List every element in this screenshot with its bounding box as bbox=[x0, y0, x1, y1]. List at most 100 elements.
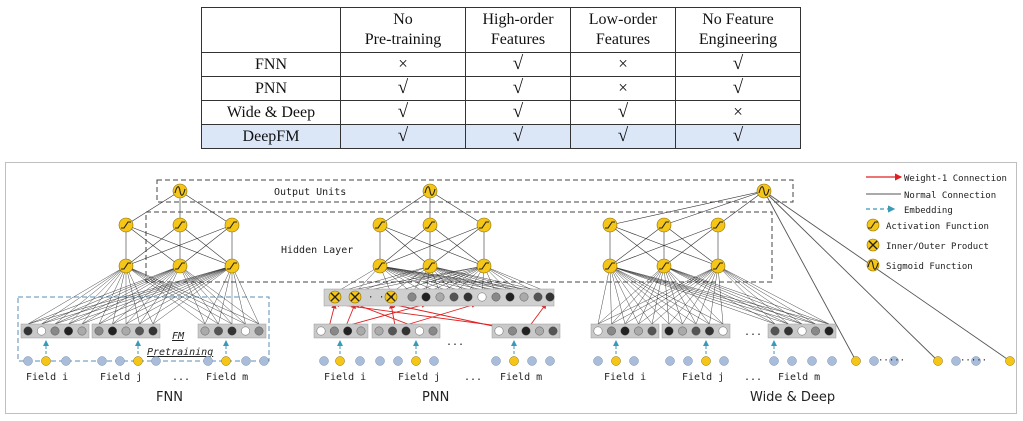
input-node bbox=[933, 356, 943, 366]
activation-node bbox=[422, 217, 438, 233]
input-node bbox=[827, 356, 837, 366]
embedding-box bbox=[661, 323, 731, 339]
input-node bbox=[665, 356, 675, 366]
input-node bbox=[23, 356, 33, 366]
output-units-box bbox=[156, 179, 794, 203]
activation-node bbox=[602, 217, 618, 233]
z-node bbox=[533, 292, 543, 302]
input-node bbox=[221, 356, 231, 366]
input-node bbox=[203, 356, 213, 366]
check-mark-cell: √ bbox=[570, 100, 676, 125]
table-row: FNN×√×√ bbox=[201, 52, 801, 77]
embedding-box bbox=[91, 323, 161, 339]
input-node bbox=[719, 356, 729, 366]
activation-node bbox=[118, 258, 134, 274]
activation-node bbox=[372, 217, 388, 233]
input-node bbox=[241, 356, 251, 366]
activation-node bbox=[656, 258, 672, 274]
cross-mark-cell: × bbox=[340, 52, 466, 77]
embedding-box bbox=[197, 323, 267, 339]
hidden-layer-box bbox=[145, 211, 773, 283]
ellipsis-dots: · · · bbox=[368, 293, 395, 303]
legend-activation: Activation Function bbox=[886, 222, 989, 232]
input-node bbox=[611, 356, 621, 366]
check-mark-cell: √ bbox=[340, 76, 466, 101]
z-node bbox=[491, 292, 501, 302]
sigmoid-node bbox=[756, 183, 772, 199]
table-row: DeepFM√√√√ bbox=[201, 124, 801, 149]
ellipsis-label: ... bbox=[744, 327, 762, 338]
z-node bbox=[407, 292, 417, 302]
activation-node bbox=[372, 258, 388, 274]
activation-node bbox=[476, 217, 492, 233]
input-node bbox=[41, 356, 51, 366]
model-name-cell: DeepFM bbox=[201, 124, 341, 149]
activation-node bbox=[118, 217, 134, 233]
field-m-label: Field m bbox=[500, 372, 542, 383]
input-node bbox=[411, 356, 421, 366]
input-node bbox=[133, 356, 143, 366]
activation-node bbox=[602, 258, 618, 274]
product-node bbox=[348, 290, 362, 304]
field-j-label: Field j bbox=[100, 372, 142, 383]
activation-node bbox=[172, 217, 188, 233]
field-j-label: Field j bbox=[682, 372, 724, 383]
input-node bbox=[545, 356, 555, 366]
check-mark-cell: √ bbox=[675, 76, 801, 101]
input-node bbox=[319, 356, 329, 366]
input-node bbox=[393, 356, 403, 366]
input-node bbox=[787, 356, 797, 366]
check-mark-cell: √ bbox=[340, 124, 466, 149]
table-row: PNN√√×√ bbox=[201, 76, 801, 101]
cross-mark-cell: × bbox=[570, 52, 676, 77]
model-name-cell: FNN bbox=[201, 52, 341, 77]
check-mark-cell: √ bbox=[465, 100, 571, 125]
check-mark-cell: √ bbox=[675, 124, 801, 149]
fm-pretraining-box bbox=[17, 296, 270, 362]
legend-weight1: Weight-1 Connection bbox=[904, 174, 1007, 184]
input-node bbox=[593, 356, 603, 366]
legend-sigmoid: Sigmoid Function bbox=[886, 262, 973, 272]
input-node bbox=[1005, 356, 1015, 366]
product-node bbox=[384, 290, 398, 304]
field-j-label: Field j bbox=[398, 372, 440, 383]
input-node bbox=[629, 356, 639, 366]
z-node bbox=[477, 292, 487, 302]
field-m-label: Field m bbox=[778, 372, 820, 383]
activation-node bbox=[422, 258, 438, 274]
field-m-label: Field m bbox=[206, 372, 248, 383]
input-node bbox=[429, 356, 439, 366]
wide-dots: ····· bbox=[878, 356, 905, 366]
sigmoid-node bbox=[172, 183, 188, 199]
z-node bbox=[545, 292, 555, 302]
fm-label: FM bbox=[172, 331, 185, 342]
input-node bbox=[851, 356, 861, 366]
embedding-box bbox=[590, 323, 660, 339]
check-mark-cell: √ bbox=[340, 100, 466, 125]
ellipsis-label: ... bbox=[744, 372, 762, 383]
ellipsis-label: ... bbox=[446, 337, 464, 348]
pretraining-label: Pretraining bbox=[147, 347, 213, 358]
field-i-label: Field i bbox=[324, 372, 366, 383]
activation-node bbox=[224, 258, 240, 274]
activation-node-icon bbox=[866, 218, 880, 232]
check-mark-cell: √ bbox=[675, 52, 801, 77]
embedding-box bbox=[371, 323, 441, 339]
z-node bbox=[449, 292, 459, 302]
input-node bbox=[889, 356, 899, 366]
panel-title-pnn: PNN bbox=[422, 390, 449, 405]
embedding-box bbox=[313, 323, 369, 339]
check-mark-cell: √ bbox=[465, 52, 571, 77]
input-node bbox=[115, 356, 125, 366]
input-node bbox=[151, 356, 161, 366]
input-node bbox=[769, 356, 779, 366]
check-mark-cell: √ bbox=[570, 124, 676, 149]
input-node bbox=[807, 356, 817, 366]
cross-mark-cell: × bbox=[570, 76, 676, 101]
z-node bbox=[463, 292, 473, 302]
